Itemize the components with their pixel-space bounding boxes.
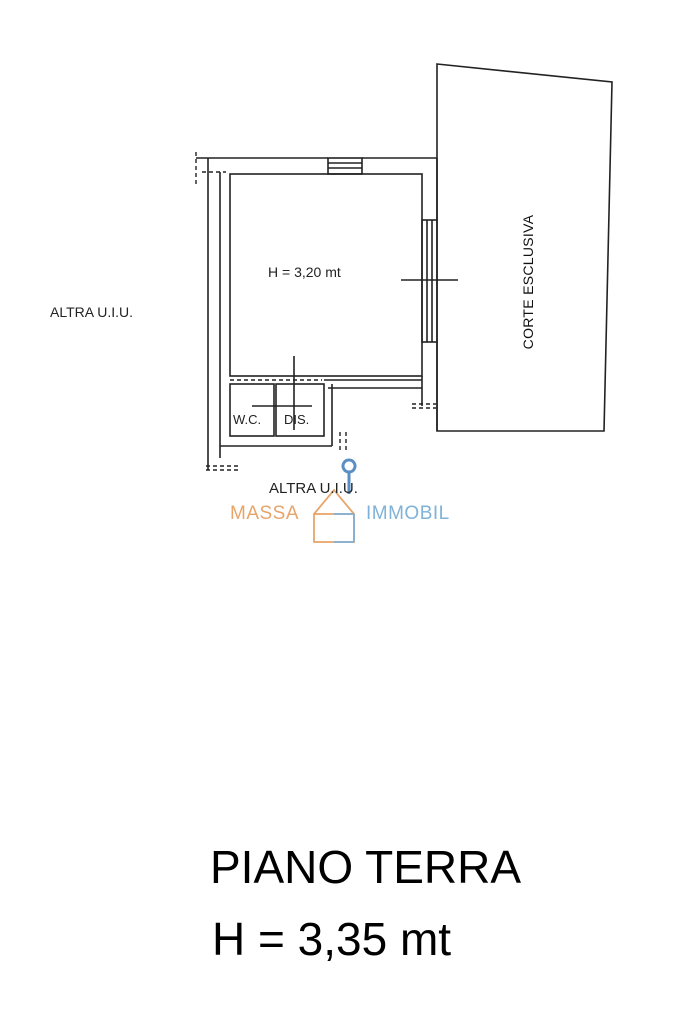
floor-title: PIANO TERRA bbox=[210, 841, 521, 893]
wc-label: W.C. bbox=[233, 412, 262, 427]
dis-room bbox=[275, 383, 325, 437]
wc-room bbox=[229, 383, 275, 437]
neighbor-unit-bottom-label: ALTRA U.I.U. bbox=[269, 480, 358, 497]
neighbor-unit-left-label: ALTRA U.I.U. bbox=[50, 304, 133, 320]
window-top bbox=[327, 157, 363, 175]
watermark-right-word: IMMOBIL bbox=[366, 503, 450, 524]
house-pin-icon bbox=[313, 458, 357, 543]
window-right bbox=[421, 219, 438, 343]
room-height-label: H = 3,20 mt bbox=[268, 264, 341, 280]
floor-height: H = 3,35 mt bbox=[212, 913, 452, 965]
watermark-left-word: MASSA bbox=[230, 503, 300, 524]
courtyard-label: CORTE ESCLUSIVA bbox=[520, 214, 536, 350]
dis-label: DIS. bbox=[284, 412, 310, 427]
